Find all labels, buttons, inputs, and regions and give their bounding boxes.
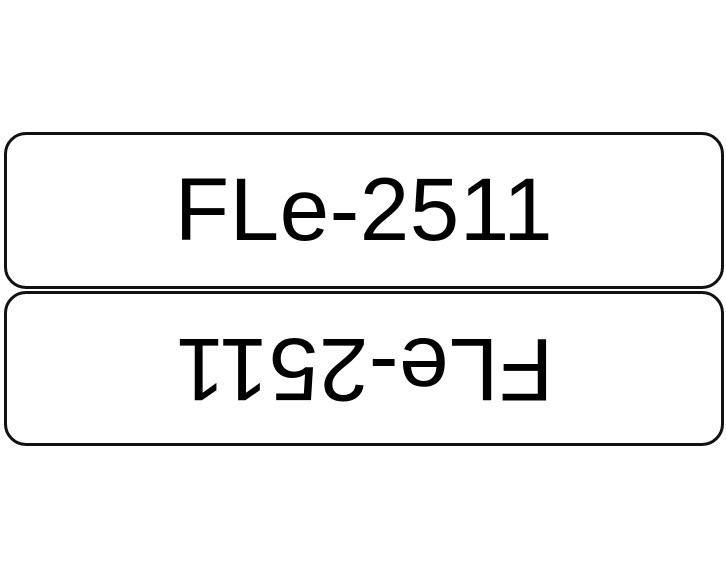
label-panel-upright[interactable]: FLe-2511 (4, 132, 724, 289)
label-text-rotated: FLe-2511 (174, 320, 554, 420)
label-text-upright: FLe-2511 (174, 159, 554, 259)
label-panel-rotated[interactable]: FLe-2511 (4, 291, 724, 446)
blank-page-area (0, 450, 726, 580)
